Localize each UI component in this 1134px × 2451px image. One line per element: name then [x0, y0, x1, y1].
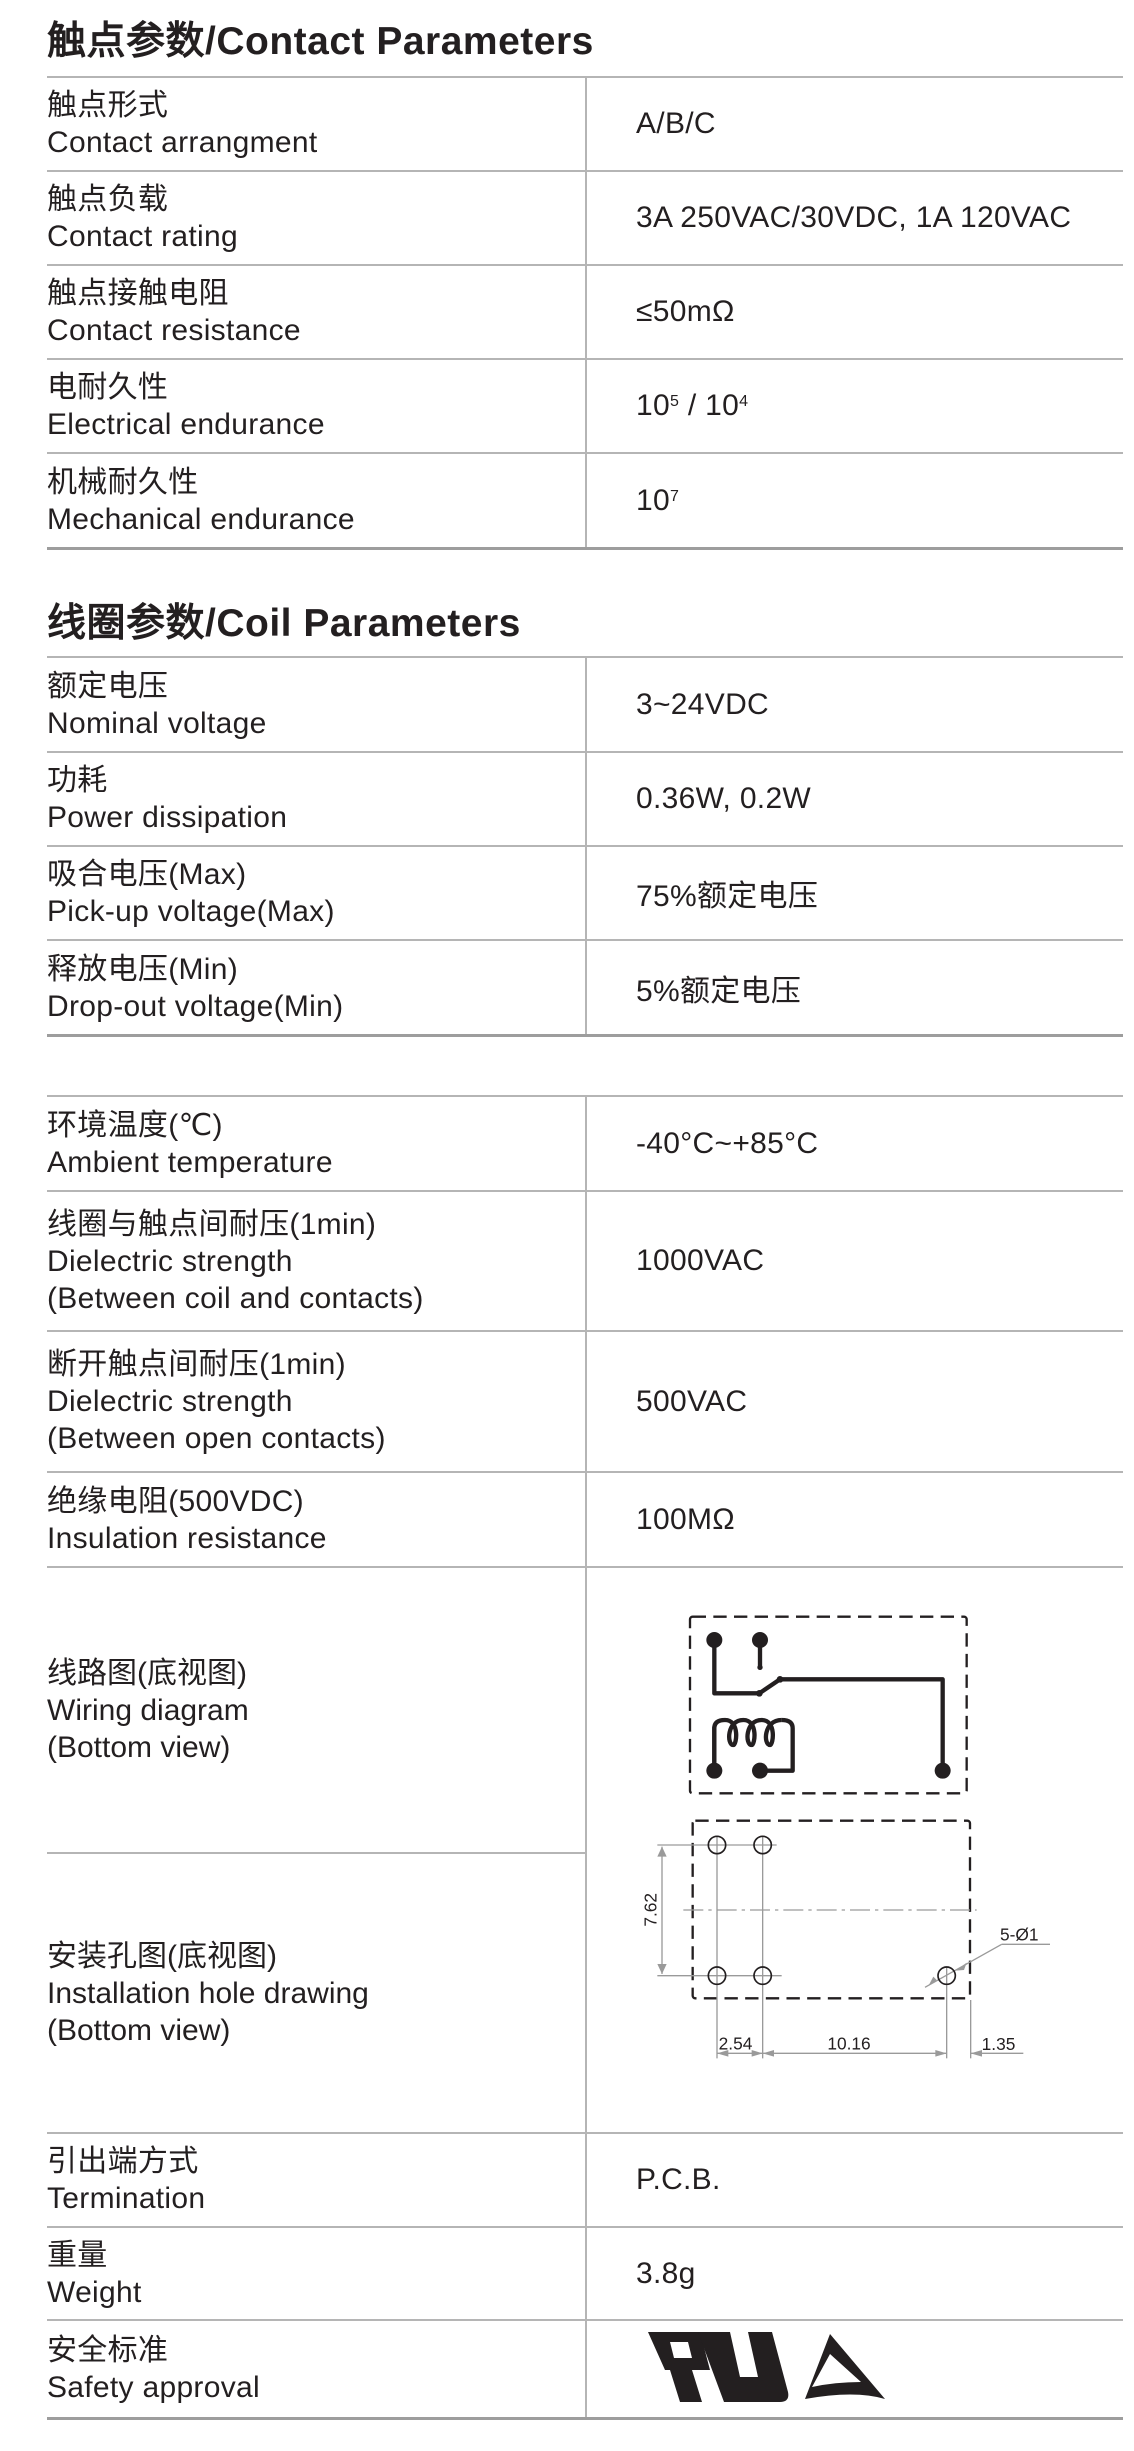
table-row: 绝缘电阻(500VDC)Insulation resistance 100MΩ: [47, 1473, 1123, 1568]
label-en: Dielectric strength: [47, 1244, 293, 1278]
diagrams: 7.62 2.54 10.16 1.35 5-Ø1: [641, 1615, 1050, 2059]
label-en: Drop-out voltage(Min): [47, 989, 344, 1023]
label-en: Installation hole drawing: [47, 1976, 369, 2010]
value: -40°C~+85°C: [636, 1126, 819, 1160]
safety-logos: [648, 2331, 885, 2402]
value: 3.8g: [636, 2256, 696, 2290]
label-en: Contact resistance: [47, 314, 301, 347]
label-en: Insulation resistance: [47, 1521, 327, 1555]
value: 500VAC: [636, 1384, 748, 1418]
table-row: 环境温度(℃)Ambient temperature -40°C~+85°C: [47, 1095, 1123, 1192]
value-exponent: 4: [739, 393, 749, 410]
value-base: 10: [636, 389, 670, 422]
label-en: Pick-up voltage(Max): [47, 895, 335, 928]
dim-span: 10.16: [827, 2033, 870, 2053]
table-row: 安全标准 Safety approval: [47, 2321, 1123, 2420]
table-row: 断开触点间耐压(1min) Dielectric strength (Between…: [47, 1332, 1123, 1473]
hole-drawing: 7.62 2.54 10.16 1.35 5-Ø1: [641, 1819, 1050, 2059]
label-cn: 释放电压(Min): [47, 952, 239, 986]
label-en-note: (Between coil and contacts): [47, 1281, 424, 1315]
label-en: Dielectric strength: [47, 1385, 293, 1418]
wiring-label: 线路图(底视图) Wiring diagram (Bottom view): [47, 1568, 585, 1852]
dim-edge: 1.35: [982, 2034, 1016, 2054]
value: ≤50mΩ: [636, 295, 735, 328]
label-cn: 绝缘电阻(500VDC): [47, 1484, 304, 1518]
label-cn: 线路图(底视图): [47, 1656, 247, 1690]
label-en: Weight: [47, 2275, 142, 2309]
dim-holes: 5-Ø1: [1000, 1925, 1039, 1945]
value: 75%额定电压: [636, 880, 819, 913]
table-row: 触点接触电阻 Contact resistance ≤50mΩ: [47, 266, 1123, 360]
value: 3~24VDC: [636, 687, 770, 721]
label-en: Mechanical endurance: [47, 502, 355, 536]
label-cn: 引出端方式: [47, 2145, 199, 2178]
table-row: 触点负载 Contact rating 3A 250VAC/30VDC, 1A 1…: [47, 172, 1123, 266]
value-base: 10: [705, 389, 740, 422]
table-row: 引出端方式 Termination P.C.B.: [47, 2134, 1123, 2228]
hole-label: 安装孔图(底视图) Installation hole drawing (Bot…: [47, 1854, 585, 2132]
label-cn: 断开触点间耐压(1min): [47, 1348, 346, 1381]
label-cn: 电耐久性: [47, 371, 169, 404]
label-en: Termination: [47, 2182, 206, 2215]
contact-section-title: 触点参数/Contact Parameters: [47, 20, 594, 63]
value-base: 10: [636, 483, 670, 517]
label-cn: 环境温度(℃): [47, 1108, 223, 1142]
label-en-note: (Bottom view): [47, 1730, 231, 1764]
divider: [47, 1852, 585, 1854]
wiring-diagram: [688, 1615, 968, 1795]
table-row: 吸合电压(Max) Pick-up voltage(Max) 75%额定电压: [47, 847, 1123, 941]
label-en: Wiring diagram: [47, 1693, 249, 1727]
label-cn: 吸合电压(Max): [47, 858, 247, 891]
label-en-note: (Bottom view): [47, 2013, 231, 2047]
table-row: 触点形式 Contact arrangment A/B/C: [47, 76, 1123, 172]
label-en: Power dissipation: [47, 801, 288, 834]
value: A/B/C: [636, 107, 716, 140]
diagram-row: 线路图(底视图) Wiring diagram (Bottom view) 安装…: [47, 1568, 1123, 2134]
value: P.C.B.: [636, 2163, 721, 2196]
label-cn: 机械耐久性: [47, 465, 199, 499]
value-separator: /: [679, 389, 706, 422]
value: 0.36W, 0.2W: [636, 782, 812, 815]
value-exponent: 5: [669, 393, 680, 410]
value: 5%额定电压: [636, 974, 802, 1008]
tuv-logo-icon: [805, 2333, 885, 2399]
label-cn: 线圈与触点间耐压(1min): [47, 1207, 377, 1241]
label-en: Electrical endurance: [47, 408, 325, 441]
coil-section-title: 线圈参数/Coil Parameters: [47, 602, 521, 645]
label-cn: 安全标准: [47, 2334, 169, 2367]
label-cn: 功耗: [47, 764, 108, 797]
table-row: 功耗 Power dissipation 0.36W, 0.2W: [47, 753, 1123, 847]
label-en-note: (Between open contacts): [47, 1422, 386, 1455]
ul-logo-icon: [648, 2331, 789, 2402]
label-cn: 触点负载: [47, 183, 169, 216]
label-cn: 安装孔图(底视图): [47, 1939, 277, 1973]
value: 3A 250VAC/30VDC, 1A 120VAC: [636, 201, 1072, 234]
label-en: Contact rating: [47, 220, 238, 253]
label-cn: 触点接触电阻: [47, 277, 229, 310]
value: [636, 2321, 1123, 2417]
table-row: 线圈与触点间耐压(1min)Dielectric strength(Betwee…: [47, 1192, 1123, 1332]
value: 100MΩ: [636, 1502, 735, 1536]
label-cn: 重量: [47, 2238, 108, 2272]
label-en: Ambient temperature: [47, 1145, 333, 1179]
label-en: Contact arrangment: [47, 126, 318, 159]
label-cn: 额定电压: [47, 669, 169, 703]
value: 1000VAC: [636, 1244, 765, 1277]
label-cn: 触点形式: [47, 89, 169, 122]
table-row: 释放电压(Min)Drop-out voltage(Min) 5%额定电压: [47, 941, 1123, 1037]
dim-vertical: 7.62: [641, 1893, 661, 1927]
value-exponent: 7: [669, 487, 680, 505]
label-en: Nominal voltage: [47, 706, 267, 740]
dim-pitch: 2.54: [719, 2033, 753, 2053]
label-en: Safety approval: [47, 2371, 260, 2404]
